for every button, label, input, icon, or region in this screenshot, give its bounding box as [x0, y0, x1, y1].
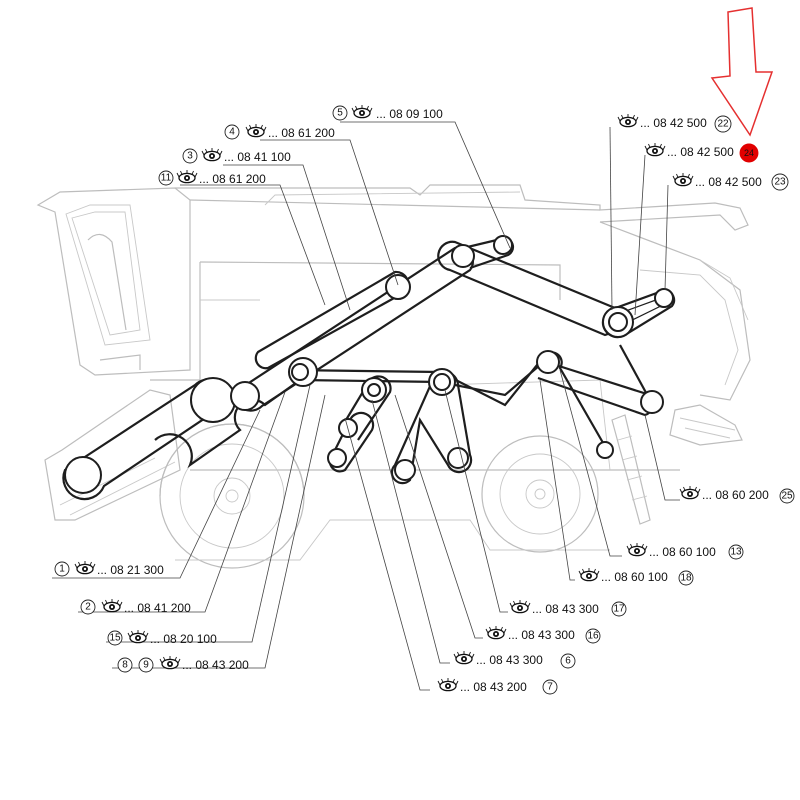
highlight-arrow — [710, 7, 774, 137]
eye-icon — [74, 560, 96, 575]
eye-icon — [176, 169, 198, 184]
callout-number: 11 — [161, 173, 172, 184]
callout-code: ... 08 42 500 — [695, 175, 762, 189]
eye-icon — [626, 542, 648, 557]
callout: ... 08 43 300 6 — [453, 650, 576, 669]
callout-code: ... 08 41 200 — [124, 601, 191, 615]
callout-code: ... 08 60 100 — [649, 545, 716, 559]
eye-icon — [617, 113, 639, 128]
callout: ... 08 60 200 25 — [679, 485, 795, 504]
callout: 1 ... 08 21 300 — [54, 560, 164, 577]
eye-icon — [644, 142, 666, 157]
callout-number: 4 — [229, 127, 235, 138]
callout-number: 3 — [187, 151, 193, 162]
callout-number: 17 — [613, 604, 625, 615]
callout-code: ... 08 20 100 — [150, 632, 217, 646]
eye-icon — [201, 147, 223, 162]
callout-code: ... 08 42 500 — [640, 116, 707, 130]
eye-icon — [437, 677, 459, 692]
callout-number: 1 — [59, 564, 65, 575]
callout-code: ... 08 09 100 — [376, 107, 443, 121]
callout-number: 2 — [85, 602, 91, 613]
callout-number: 9 — [143, 660, 149, 671]
eye-icon — [485, 625, 507, 640]
callout-number: 7 — [547, 682, 553, 693]
callout: ... 08 60 100 18 — [578, 567, 694, 586]
eye-icon — [159, 655, 181, 670]
callout-code: ... 08 43 300 — [476, 653, 543, 667]
callout-number: 8 — [122, 660, 128, 671]
leader-lines — [52, 121, 680, 691]
callout-number: 6 — [565, 656, 571, 667]
eye-icon — [672, 172, 694, 187]
callout-number: 13 — [730, 547, 742, 558]
eye-icon — [245, 123, 267, 138]
eye-icon — [679, 485, 701, 500]
callout-number: 5 — [337, 108, 343, 119]
callout-code: ... 08 21 300 — [97, 563, 164, 577]
callout: 8 9 ... 08 43 200 — [117, 655, 249, 673]
eye-icon — [101, 598, 123, 613]
callout-code: ... 08 43 300 — [508, 628, 575, 642]
belt-system — [62, 235, 676, 501]
callout: 11 ... 08 61 200 — [158, 169, 266, 186]
eye-icon — [127, 629, 149, 644]
callout: 15 ... 08 20 100 — [107, 629, 217, 646]
callout-number: 15 — [109, 633, 121, 644]
callout-code: ... 08 43 200 — [460, 680, 527, 694]
callout: 5 ... 08 09 100 — [332, 104, 443, 121]
callout-number: 24 — [744, 148, 754, 158]
callout-code: ... 08 43 300 — [532, 602, 599, 616]
callout: 3 ... 08 41 100 — [182, 147, 291, 164]
callout-code: ... 08 43 200 — [182, 658, 249, 672]
callout-number: 16 — [587, 631, 599, 642]
callout: 2 ... 08 41 200 — [80, 598, 191, 615]
eye-icon — [453, 650, 475, 665]
callout-number: 23 — [774, 177, 786, 188]
callout-code: ... 08 60 200 — [702, 488, 769, 502]
callout-code: ... 08 41 100 — [224, 150, 291, 164]
callout-number: 22 — [717, 119, 729, 130]
combine-harvester-outline — [36, 184, 751, 569]
eye-icon — [578, 567, 600, 582]
callout: ... 08 42 500 23 — [672, 172, 789, 191]
callout: ... 08 60 100 13 — [626, 542, 744, 560]
callout-code: ... 08 60 100 — [601, 570, 668, 584]
callout-code: ... 08 61 200 — [268, 126, 335, 140]
eye-icon — [351, 104, 373, 119]
callout: 4 ... 08 61 200 — [224, 123, 335, 140]
callout: ... 08 43 200 7 — [437, 677, 558, 695]
eye-icon — [509, 599, 531, 614]
callout: ... 08 43 300 16 — [485, 625, 601, 644]
callout-code: ... 08 42 500 — [667, 145, 734, 159]
callout-number: 18 — [680, 573, 692, 584]
callout: ... 08 43 300 17 — [509, 599, 627, 617]
callout: ... 08 42 500 22 — [617, 113, 732, 133]
callout-highlighted: ... 08 42 500 24 — [644, 142, 759, 163]
callout-number: 25 — [781, 491, 793, 502]
callout-code: ... 08 61 200 — [199, 172, 266, 186]
